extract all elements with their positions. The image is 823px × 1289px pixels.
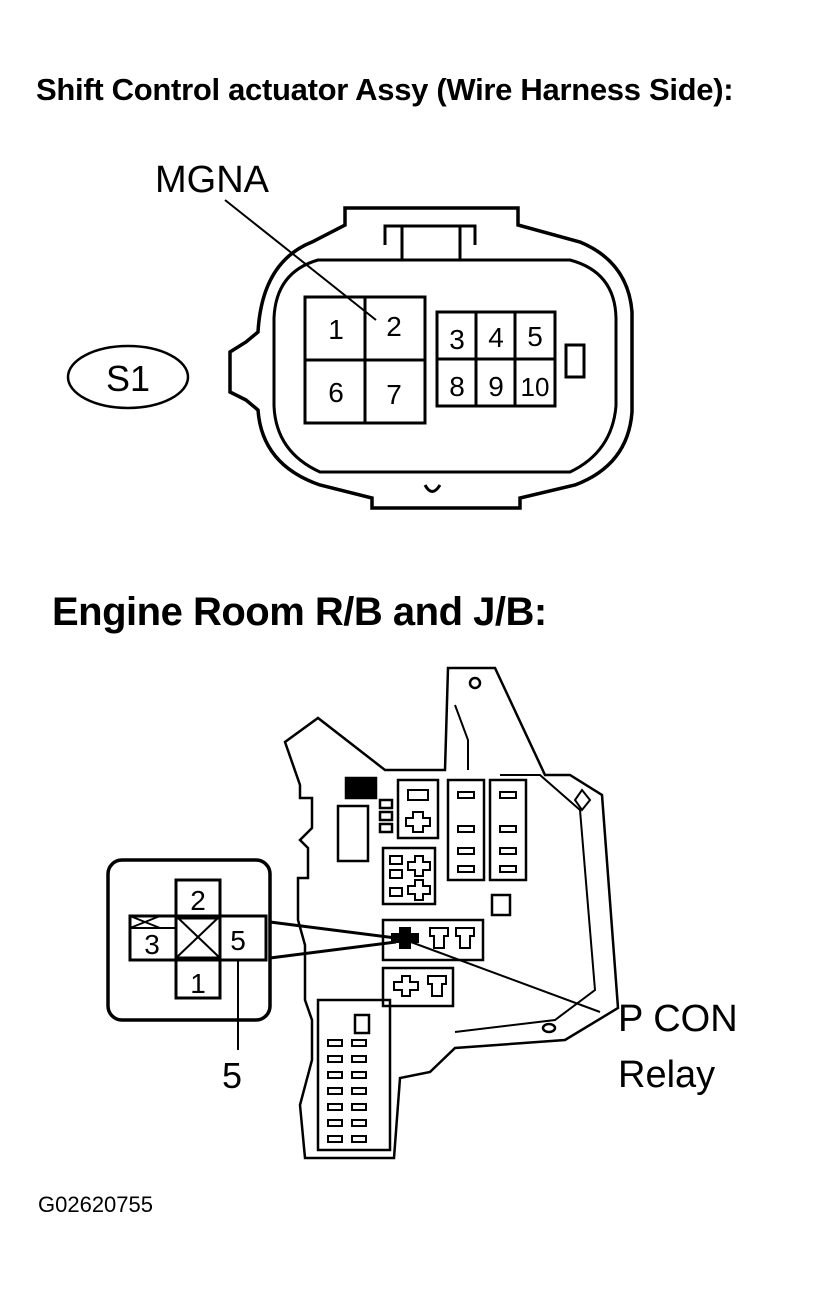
pin-label: 9 xyxy=(488,371,504,402)
pin-label: 7 xyxy=(386,379,402,410)
relay-terminal-label: 1 xyxy=(190,968,206,999)
relay-block-housing xyxy=(283,666,620,1160)
relay-terminal-inset xyxy=(106,858,272,1050)
relay-terminal-label: 3 xyxy=(144,929,160,960)
connector-code: S1 xyxy=(106,358,150,399)
pin-label: 2 xyxy=(386,311,402,342)
connector-housing xyxy=(228,206,634,510)
pin-label: 3 xyxy=(449,324,465,355)
relay-section-title: Engine Room R/B and J/B: xyxy=(52,590,547,634)
pin-label: 8 xyxy=(449,371,465,402)
relay-label-line2: Relay xyxy=(618,1054,715,1096)
mgna-leader-line xyxy=(224,199,377,321)
relay-terminal-label: 5 xyxy=(230,925,246,956)
pin-label: 5 xyxy=(527,321,543,352)
pin-label: 10 xyxy=(521,372,550,402)
mgna-label: MGNA xyxy=(155,159,270,201)
figure-id: G02620755 xyxy=(38,1192,153,1217)
relay-terminal-label: 2 xyxy=(190,885,206,916)
connector-section-title: Shift Control actuator Assy (Wire Harnes… xyxy=(36,72,734,107)
pin-label: 6 xyxy=(328,377,344,408)
large-pin-block xyxy=(303,295,427,425)
inset-pointer xyxy=(269,920,397,960)
relay-label-line1: P CON xyxy=(618,998,738,1040)
small-pin-block xyxy=(435,310,557,408)
pin-label: 1 xyxy=(328,314,344,345)
terminal-callout: 5 xyxy=(222,1055,242,1096)
pcon-leader-line xyxy=(399,937,601,1013)
connector-code-ellipse xyxy=(66,344,190,410)
pin-label: 4 xyxy=(488,322,504,353)
